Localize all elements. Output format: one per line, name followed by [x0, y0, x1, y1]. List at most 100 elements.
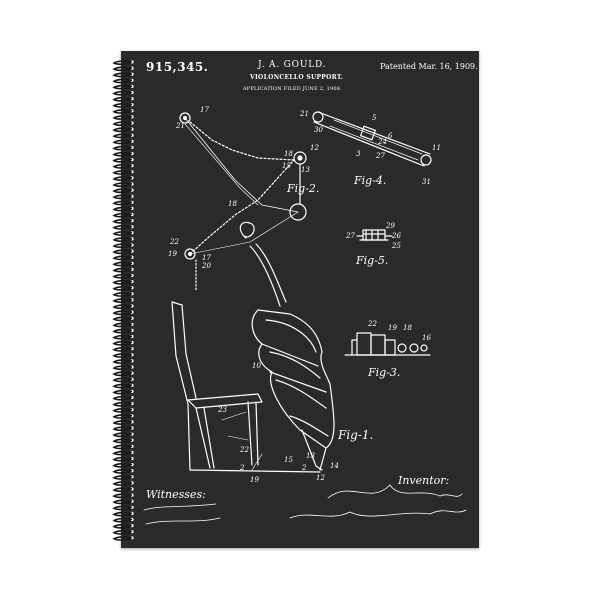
spiral-coil — [112, 182, 133, 187]
svg-text:21: 21 — [299, 110, 309, 118]
spiral-coil — [112, 359, 133, 364]
spiral-coil — [112, 322, 133, 328]
spiral-coil — [112, 389, 133, 395]
spiral-coil — [112, 194, 133, 200]
spiral-coil — [112, 273, 133, 279]
spiral-coil — [112, 517, 133, 523]
spiral-coil — [112, 298, 133, 303]
spiral-coil — [112, 536, 133, 541]
notebook-cover — [121, 51, 479, 548]
svg-text:5: 5 — [372, 114, 377, 122]
spiral-coil — [112, 340, 133, 346]
spiral-coil — [112, 408, 133, 413]
svg-text:15: 15 — [284, 456, 293, 464]
fig5-clamp — [356, 229, 393, 241]
spiral-coil — [112, 286, 133, 291]
fig2-label: Fig-2. — [287, 182, 320, 195]
spiral-coil — [112, 487, 133, 492]
svg-text:17: 17 — [202, 254, 211, 262]
svg-text:11: 11 — [432, 144, 441, 152]
svg-text:13: 13 — [301, 166, 310, 174]
spiral-coil — [112, 383, 133, 389]
fig2-chain-arm — [179, 112, 307, 291]
svg-text:23: 23 — [217, 406, 227, 414]
svg-text:27: 27 — [375, 152, 385, 160]
spiral-coil — [112, 151, 133, 157]
svg-text:13: 13 — [306, 452, 315, 460]
spiral-coil — [112, 249, 133, 255]
svg-text:19: 19 — [168, 250, 177, 258]
spiral-coil — [112, 78, 133, 84]
spiral-coil — [112, 176, 133, 181]
svg-text:19: 19 — [388, 324, 397, 332]
svg-text:22: 22 — [367, 320, 377, 328]
patent-number: 915,345. — [146, 60, 209, 74]
spiral-coil — [112, 493, 133, 499]
spiral-coil — [112, 212, 133, 218]
spiral-coil — [112, 133, 133, 139]
svg-text:2: 2 — [301, 464, 307, 472]
spiral-coil — [112, 432, 133, 438]
spiral-coil — [112, 316, 133, 322]
inventor-name: J. A. GOULD. — [258, 60, 327, 70]
spiral-coil — [112, 304, 133, 309]
spiral-coil — [112, 267, 133, 273]
svg-text:21: 21 — [175, 122, 185, 130]
fig4-bar — [312, 111, 432, 167]
spiral-coil — [112, 255, 133, 261]
spiral-coil — [112, 499, 133, 505]
spiral-coil — [112, 188, 133, 194]
spiral-coil — [112, 109, 133, 114]
fig1-chair — [171, 301, 321, 473]
spiral-coil — [112, 115, 133, 120]
spiral-coil — [112, 310, 133, 316]
fig3-weight — [344, 332, 431, 356]
application-filed: APPLICATION FILED JUNE 2, 1908. — [243, 86, 342, 92]
spiral-coil — [112, 218, 133, 224]
spiral-coil — [112, 426, 133, 431]
spiral-coil — [112, 395, 133, 401]
svg-text:2: 2 — [239, 464, 245, 472]
spiral-coil — [112, 127, 133, 133]
leader-lines — [221, 411, 263, 471]
spiral-coil — [112, 444, 133, 450]
spiral-coil — [112, 231, 133, 236]
spiral-coil — [112, 365, 133, 370]
spiral-coil — [112, 377, 133, 383]
svg-text:14: 14 — [330, 462, 339, 470]
svg-text:20: 20 — [201, 262, 211, 270]
spiral-coil — [112, 414, 133, 419]
reference-numerals: 17 21 18 12 15 13 18 22 19 17 20 5 21 30… — [168, 106, 441, 484]
signature-lines — [143, 484, 467, 525]
fig4-label: Fig-4. — [354, 174, 387, 187]
fig5-label: Fig-5. — [356, 254, 389, 267]
svg-text:31: 31 — [422, 178, 431, 186]
spiral-coil — [112, 505, 133, 511]
spiral-coil — [112, 243, 133, 248]
fig3-label: Fig-3. — [368, 366, 401, 379]
svg-text:18: 18 — [284, 150, 293, 158]
svg-text:25: 25 — [391, 242, 401, 250]
svg-text:24: 24 — [377, 138, 387, 146]
svg-text:16: 16 — [422, 334, 431, 342]
svg-text:30: 30 — [314, 126, 323, 134]
inventor-label: Inventor: — [398, 474, 450, 487]
spiral-coil — [112, 225, 133, 230]
patent-date: Patented Mar. 16, 1909. — [380, 62, 478, 71]
spiral-coil — [112, 347, 133, 352]
spiral-coil — [112, 237, 133, 242]
svg-text:18: 18 — [403, 324, 412, 332]
spiral-coil — [112, 279, 133, 285]
spiral-coil — [112, 438, 133, 444]
svg-text:3: 3 — [356, 150, 361, 158]
spiral-coil — [112, 481, 133, 486]
spiral-coil — [112, 292, 133, 297]
witnesses-label: Witnesses: — [146, 488, 206, 501]
spiral-coil — [112, 206, 133, 212]
svg-text:15: 15 — [282, 162, 291, 170]
svg-text:18: 18 — [228, 200, 237, 208]
spiral-coil — [112, 66, 133, 72]
